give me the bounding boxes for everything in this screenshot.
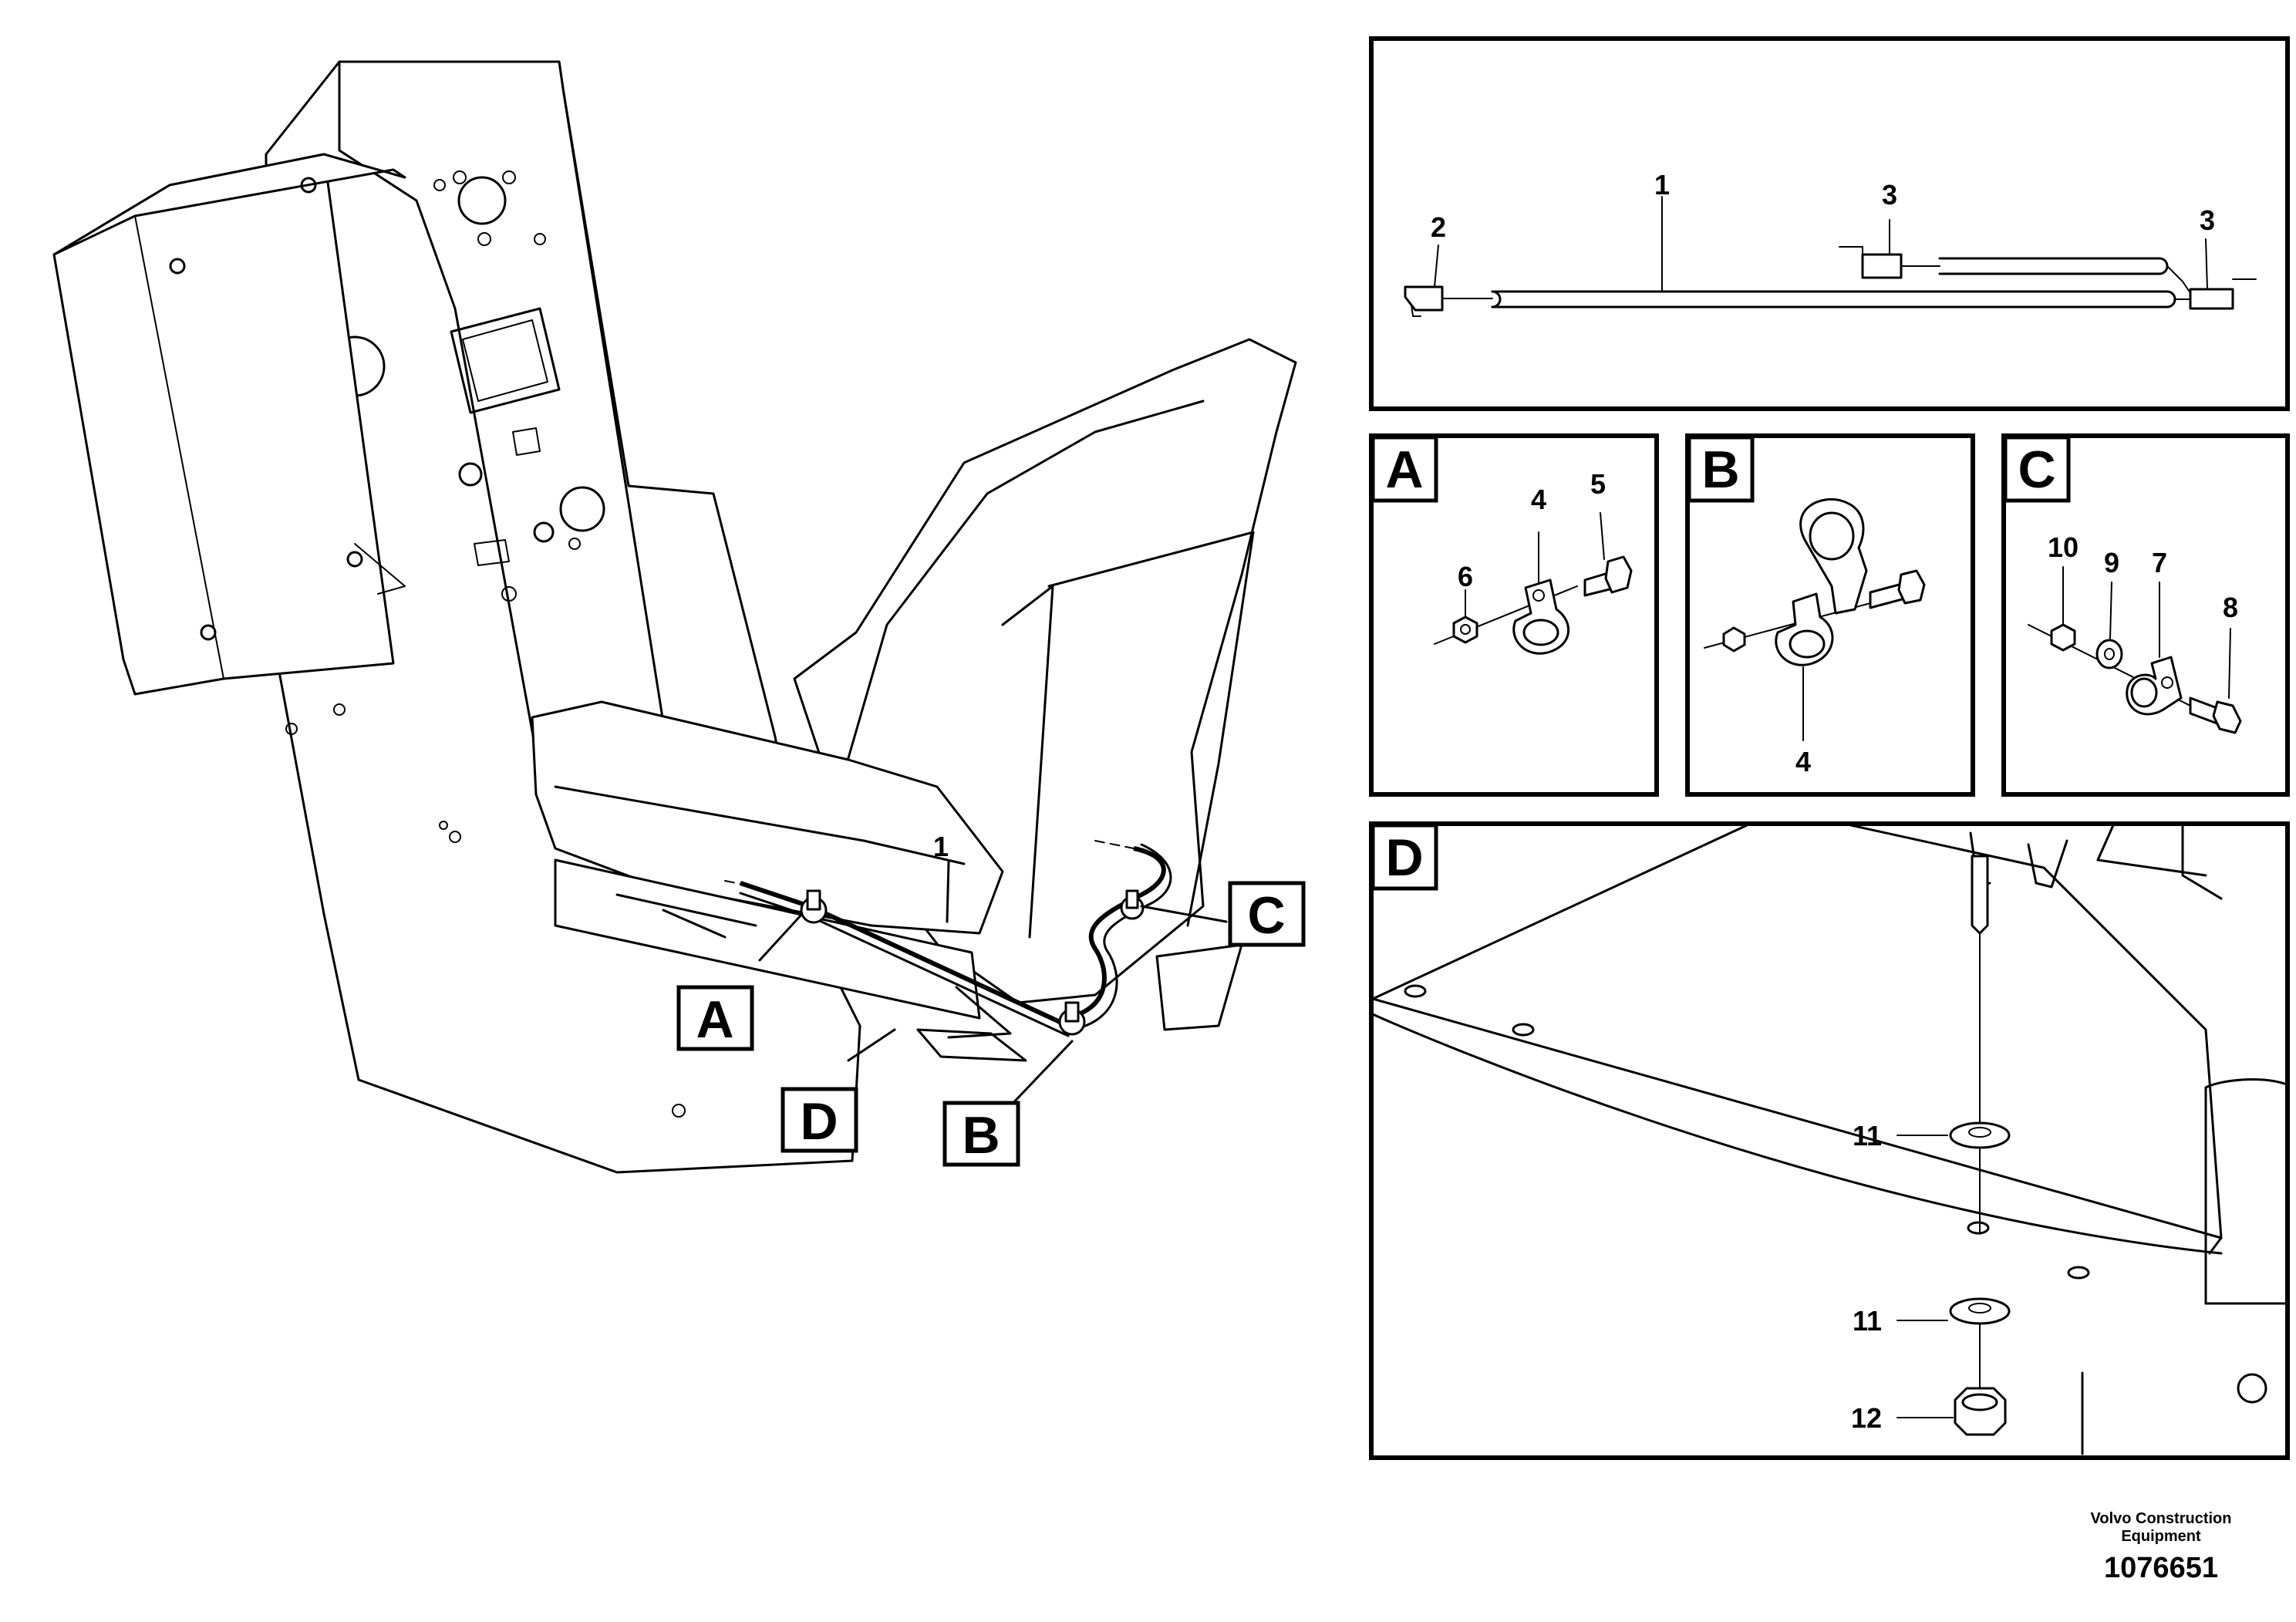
callout-tag-d-label: D xyxy=(800,1092,838,1151)
footer-company-line2: Equipment xyxy=(2121,1528,2201,1545)
cable-harness xyxy=(724,840,1172,1037)
panel-detail-c: C 10 9 7 8 xyxy=(2001,433,2290,797)
panel-cable-overview: 1 2 3 3 xyxy=(1369,36,2290,411)
panel-b-label-4: 4 xyxy=(1795,746,1811,777)
panel-c-label-9: 9 xyxy=(2104,547,2119,578)
panel-d-label-12: 12 xyxy=(1851,1402,1882,1434)
callout-tag-d: D xyxy=(781,1087,858,1153)
drawing-footer: Volvo Construction Equipment 1076651 xyxy=(2091,1510,2232,1584)
callout-tag-b-label: B xyxy=(962,1106,1000,1165)
panel-detail-d: 11 11 12 D xyxy=(1369,821,2290,1460)
callout-number-1: 1 xyxy=(933,831,949,862)
panel-d-tag: D xyxy=(1385,828,1423,887)
seat-cushion xyxy=(531,700,1004,935)
panel-c-label-10: 10 xyxy=(2048,531,2079,563)
panel-top-label-3a: 3 xyxy=(1882,179,1897,211)
callout-tag-c-label: C xyxy=(1247,886,1285,945)
panel-a-label-4: 4 xyxy=(1531,484,1546,515)
panel-top-label-3b: 3 xyxy=(2200,204,2215,236)
callout-tag-a-label: A xyxy=(696,990,733,1049)
panel-c-label-7: 7 xyxy=(2152,547,2167,578)
main-assembly-drawing: 1 A D B C xyxy=(52,60,1306,1174)
console-holes xyxy=(285,170,686,1118)
panel-detail-a: A 6 4 5 xyxy=(1369,433,1659,797)
panel-a-tag: A xyxy=(1385,440,1423,499)
panel-top-label-2: 2 xyxy=(1431,211,1446,243)
panel-c-label-8: 8 xyxy=(2223,592,2238,623)
callout-tag-c: C xyxy=(1228,881,1306,947)
panel-b-tag: B xyxy=(1701,440,1739,499)
panel-a-label-6: 6 xyxy=(1458,561,1473,592)
panel-d-label-11a: 11 xyxy=(1853,1120,1882,1152)
panel-top-label-1: 1 xyxy=(1654,169,1670,201)
callout-tag-b: B xyxy=(942,1101,1020,1167)
panel-a-label-5: 5 xyxy=(1590,468,1606,500)
operator-seat xyxy=(531,338,1297,1062)
footer-company-line1: Volvo Construction xyxy=(2091,1510,2232,1527)
panel-c-tag: C xyxy=(2018,440,2055,499)
panel-detail-b: B 4 xyxy=(1685,433,1975,797)
callout-tag-a: A xyxy=(676,985,754,1051)
panel-d-label-11b: 11 xyxy=(1853,1305,1882,1337)
drawing-number: 1076651 xyxy=(2104,1552,2218,1584)
